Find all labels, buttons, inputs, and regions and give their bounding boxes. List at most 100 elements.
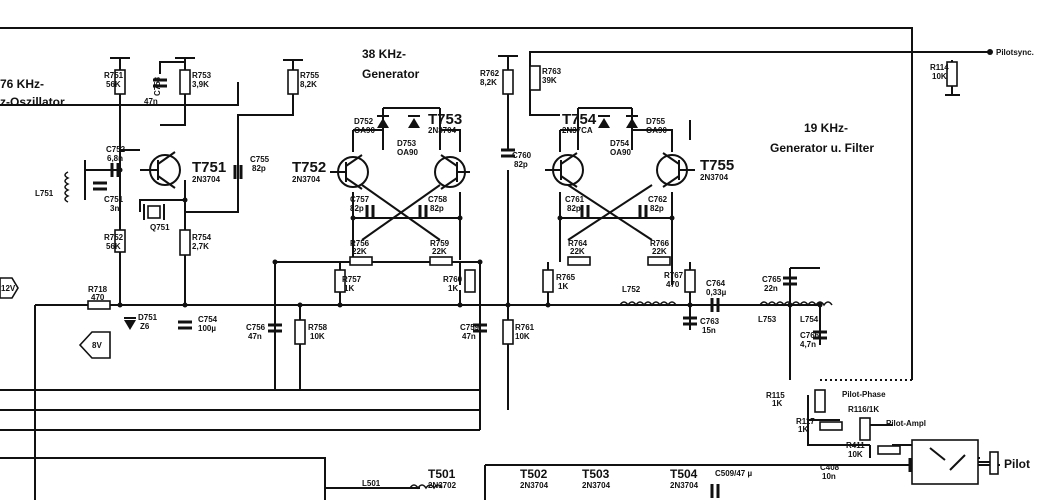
pilot-ampl-label: Pilot-Ampl [886,419,926,428]
gen19-title-line2: Generator u. Filter [770,141,874,155]
r767-value: 470 [666,280,680,289]
r411-label: R411 [846,441,865,450]
l753-label: L753 [758,315,777,324]
r718-value: 470 [91,293,105,302]
r411-value: 10K [848,450,863,459]
r718-label: R718 [88,285,108,294]
r757-value: 1K [344,284,354,293]
r765-value: 1K [558,282,568,291]
r761-value: 10K [515,332,530,341]
gen38-title-line1: 38 KHz- [362,47,406,61]
t752-type: 2N3704 [292,175,321,184]
r760-label: R760 [443,275,463,284]
diode-symbols [124,115,638,330]
supply-8v-label: 8V [92,341,102,350]
t751-type: 2N3704 [192,175,221,184]
d754-value: OA90 [610,148,631,157]
c758-value: 82p [430,204,444,213]
r761-label: R761 [515,323,535,332]
c408-label: C408 [820,463,840,472]
r764-value: 22K [570,247,585,256]
r766-value: 22K [652,247,667,256]
r762-label: R762 [480,69,500,78]
misc-labels: D751 Z6 D752 OA90 D753 OA90 D754 OA90 D7… [35,117,819,488]
c408-value: 10n [822,472,836,481]
d751-label: D751 [138,313,158,322]
r755-label: R755 [300,71,320,80]
l752-label: L752 [622,285,641,294]
r117-label: R117 [796,417,815,426]
l751-label: L751 [35,189,54,198]
r766-label: R766 [650,239,670,248]
t755-label: T755 [700,157,734,174]
t754-label: T754 [562,111,597,128]
c762-value: 82p [650,204,664,213]
r115-label: R115 [766,391,785,400]
resistor-symbols [87,61,958,455]
r117-value: 1K [798,425,808,434]
c763-value: 15n [702,326,716,335]
r767-label: R767 [664,271,684,280]
t504-type: 2N3704 [670,481,699,490]
c755-label: C755 [250,155,270,164]
supply-12v-label: 12V [1,284,16,293]
r764-label: R764 [568,239,588,248]
r763-label: R763 [542,67,562,76]
r754-label: R754 [192,233,212,242]
t503-label: T503 [582,467,610,481]
t501-label: T501 [428,467,456,481]
r752-value: 56K [106,242,121,251]
r759-label: R759 [430,239,450,248]
pilot-switch-label: Pilot [1004,457,1030,471]
t755-type: 2N3704 [700,173,729,182]
r753-value: 3,9K [192,80,209,89]
capacitor-labels: C752 6,8n C753 47n C751 3n C754 100µ C75… [104,76,840,481]
c759-label: C759 [460,323,480,332]
c754-value: 100µ [198,324,216,333]
transistor-labels: T751 2N3704 T752 2N3704 T753 2N3704 T754… [192,111,734,490]
r762-value: 8,2K [480,78,497,87]
pilot-switch-block [911,439,999,485]
crystal-q751 [147,205,161,219]
r753-label: R753 [192,71,212,80]
c760-label: C760 [512,151,532,160]
c751-value: 3n [110,204,119,213]
t754-type: 2N37CA [562,126,593,135]
t504-label: T504 [670,467,698,481]
r756-value: 22K [352,247,367,256]
inductor-symbols [64,171,833,490]
pilotsync-label: Pilotsync. [996,48,1034,57]
t753-type: 2N3704 [428,126,457,135]
c753-value: 47n [144,97,158,106]
c755-value: 82p [252,164,266,173]
c766-value: 4,7n [800,340,816,349]
c758-label: C758 [428,195,448,204]
c509-label: C509/47 µ [715,469,752,478]
r755-value: 8,2K [300,80,317,89]
r765-label: R765 [556,273,576,282]
t502-type: 2N3704 [520,481,549,490]
d751-value: Z6 [140,322,150,331]
c764-value: 0,33µ [706,288,727,297]
q751-label: Q751 [150,223,170,232]
capacitor-symbols [93,78,918,498]
c754-label: C754 [198,315,218,324]
r751-value: 56K [106,80,121,89]
r752-label: R752 [104,233,124,242]
t502-label: T502 [520,467,548,481]
t503-type: 2N3704 [582,481,611,490]
c751-label: C751 [104,195,124,204]
c765-label: C765 [762,275,782,284]
r758-label: R758 [308,323,328,332]
r754-value: 2,7K [192,242,209,251]
r758-value: 10K [310,332,325,341]
c761-label: C761 [565,195,585,204]
c757-label: C757 [350,195,370,204]
c760-value: 82p [514,160,528,169]
r757-label: R757 [342,275,362,284]
supply-markers [0,49,993,359]
l754-label: L754 [800,315,819,324]
c756-label: C756 [246,323,266,332]
junction-dots [117,167,823,308]
